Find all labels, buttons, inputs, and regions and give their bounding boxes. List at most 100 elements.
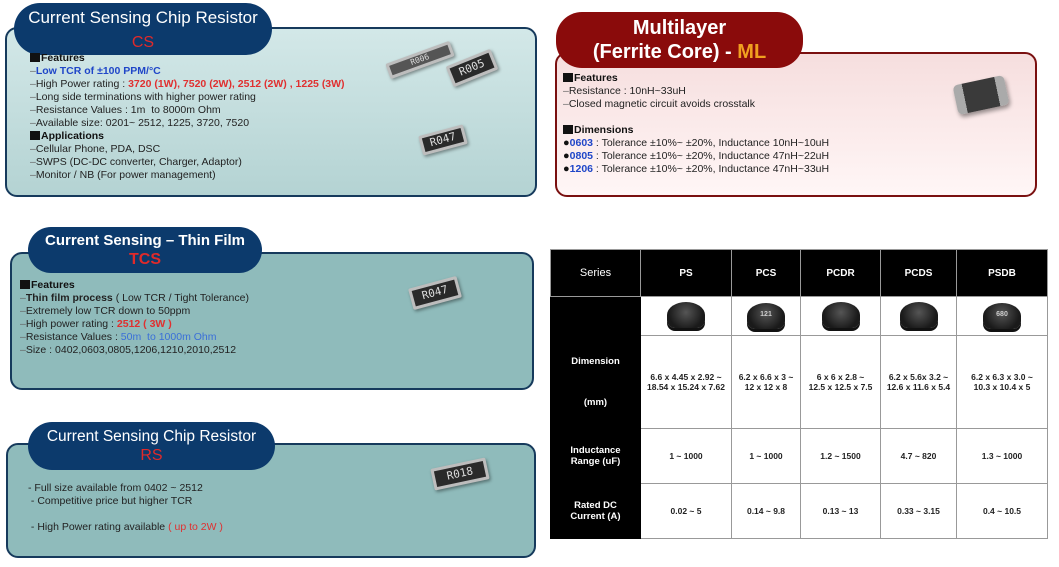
- tcs-feature-list: FeaturesThin film process ( Low TCR / Ti…: [20, 279, 249, 357]
- list-item-text: 3720 (1W), 7520 (2W), 2512 (2W) , 1225 (…: [128, 78, 345, 90]
- inductor-pcdr-image: [821, 302, 860, 328]
- current-label: Rated DC Current (A): [550, 483, 641, 539]
- list-item-text: Closed magnetic circuit avoids crosstalk: [568, 98, 755, 110]
- list-item: - Full size available from 0402 ~ 2512: [28, 482, 223, 495]
- list-item-text: - Competitive price but higher TCR: [28, 495, 193, 507]
- series-image-cell: [800, 296, 881, 336]
- list-item-text: Extremely low TCR down to 50ppm: [25, 305, 191, 317]
- list-item-text: Available size: 0201~ 2512, 1225, 3720, …: [35, 117, 250, 129]
- image-row-label: [550, 296, 641, 336]
- list-item-text: 0603: [569, 137, 594, 149]
- current-cell: 0.14 ~ 9.8: [731, 483, 801, 539]
- dimension-unit: (mm): [583, 397, 608, 408]
- list-item-text: : Tolerance ±10%~ ±20%, Inductance 10nH~…: [593, 137, 830, 149]
- dimension-cell: 6 x 6 x 2.8 ~ 12.5 x 12.5 x 7.5: [800, 335, 881, 429]
- list-item-text: - Full size available from 0402 ~ 2512: [28, 482, 203, 494]
- dimension-cell: 6.2 x 5.6x 3.2 ~ 12.6 x 11.6 x 5.4: [880, 335, 957, 429]
- list-item: Long side terminations with higher power…: [30, 91, 345, 104]
- series-image-cell: 680: [956, 296, 1048, 336]
- list-item-text: 2512 ( 3W ): [116, 318, 172, 330]
- rs-code: RS: [140, 447, 163, 464]
- series-header: PCS: [731, 249, 801, 297]
- inductor-ps-image: [667, 302, 705, 328]
- dimension-label: Dimension (mm): [550, 335, 641, 429]
- inductance-cell: 1.3 ~ 1000: [956, 428, 1048, 484]
- current-cell: 0.13 ~ 13: [800, 483, 881, 539]
- current-cell: 0.33 ~ 3.15: [880, 483, 957, 539]
- list-item: Available size: 0201~ 2512, 1225, 3720, …: [30, 117, 345, 130]
- list-item-text: Size : 0402,0603,0805,1206,1210,2010,251…: [25, 344, 237, 356]
- list-item: Resistance Values : 50m to 1000m Ohm: [20, 331, 249, 344]
- list-item: Resistance : 10nH~33uH: [563, 85, 829, 98]
- list-item: Monitor / NB (For power management): [30, 169, 345, 182]
- section-heading: Dimensions: [563, 124, 829, 137]
- dimension-cell: 6.2 x 6.3 x 3.0 ~ 10.3 x 10.4 x 5: [956, 335, 1048, 429]
- dimension-label-text: Dimension: [571, 356, 620, 367]
- cs-title: Current Sensing Chip Resistor: [28, 8, 258, 27]
- ml-title-line2: (Ferrite Core) - ML: [556, 40, 803, 64]
- list-item-text: Long side terminations with higher power…: [35, 91, 256, 103]
- inductance-label: Inductance Range (uF): [550, 428, 641, 484]
- list-item: 0805 : Tolerance ±10%~ ±20%, Inductance …: [563, 150, 829, 163]
- list-item: - Competitive price but higher TCR: [28, 495, 223, 508]
- cs-code: CS: [131, 34, 155, 51]
- list-item-text: Thin film process: [25, 292, 113, 304]
- list-item-text: : Tolerance ±10%~ ±20%, Inductance 47nH~…: [593, 150, 830, 162]
- list-item-text: - High Power rating available: [28, 521, 169, 533]
- ml-title-text: (Ferrite Core) -: [592, 41, 738, 63]
- section-heading: Applications: [30, 130, 345, 143]
- list-item: Extremely low TCR down to 50ppm: [20, 305, 249, 318]
- list-item: - High Power rating available ( up to 2W…: [28, 521, 223, 534]
- list-item: 0603 : Tolerance ±10%~ ±20%, Inductance …: [563, 137, 829, 150]
- series-image-cell: [640, 296, 732, 336]
- inductance-cell: 1.2 ~ 1500: [800, 428, 881, 484]
- list-item-text: Resistance Values :: [25, 331, 121, 343]
- ml-header: Multilayer (Ferrite Core) - ML: [556, 12, 803, 68]
- inductor-pcds-image: [899, 302, 938, 328]
- rs-header: Current Sensing Chip Resistor RS: [28, 422, 275, 470]
- list-item-text: ( Low TCR / Tight Tolerance): [112, 292, 249, 304]
- rs-feature-list: - Full size available from 0402 ~ 2512 -…: [28, 482, 223, 534]
- list-item-text: High power rating :: [25, 318, 117, 330]
- series-header: PS: [640, 249, 732, 297]
- list-item-text: Monitor / NB (For power management): [35, 169, 216, 181]
- ml-feature-list: FeaturesResistance : 10nH~33uHClosed mag…: [563, 72, 829, 176]
- list-item: SWPS (DC-DC converter, Charger, Adaptor): [30, 156, 345, 169]
- inductor-psdb-image: 680: [983, 303, 1021, 329]
- ml-title-line1: Multilayer: [632, 17, 727, 39]
- ml-code: ML: [737, 41, 767, 63]
- section-heading: Features: [20, 279, 249, 292]
- series-header: PCDR: [800, 249, 881, 297]
- dimension-cell: 6.6 x 4.45 x 2.92 ~ 18.54 x 15.24 x 7.62: [640, 335, 732, 429]
- tcs-header: Current Sensing – Thin Film TCS: [28, 227, 262, 273]
- series-header: PSDB: [956, 249, 1048, 297]
- current-cell: 0.4 ~ 10.5: [956, 483, 1048, 539]
- series-image-cell: [880, 296, 957, 336]
- list-item: 1206 : Tolerance ±10%~ ±20%, Inductance …: [563, 163, 829, 176]
- section-heading: Features: [563, 72, 829, 85]
- series-header: PCDS: [880, 249, 957, 297]
- list-item-text: Low TCR of ±100 PPM/°C: [35, 65, 161, 77]
- list-item: Resistance Values : 1m to 8000m Ohm: [30, 104, 345, 117]
- list-item-text: High Power rating :: [35, 78, 129, 90]
- list-item-text: 1206: [569, 163, 594, 175]
- list-item: High Power rating : 3720 (1W), 7520 (2W)…: [30, 78, 345, 91]
- list-item-text: Cellular Phone, PDA, DSC: [35, 143, 161, 155]
- cs-feature-list: FeaturesLow TCR of ±100 PPM/°CHigh Power…: [30, 52, 345, 182]
- section-heading: Features: [30, 52, 345, 65]
- list-item: Cellular Phone, PDA, DSC: [30, 143, 345, 156]
- list-item-text: 0805: [569, 150, 594, 162]
- list-item-text: SWPS (DC-DC converter, Charger, Adaptor): [35, 156, 242, 168]
- list-item-text: : Tolerance ±10%~ ±20%, Inductance 47nH~…: [593, 163, 830, 175]
- inductance-cell: 1 ~ 1000: [640, 428, 732, 484]
- list-item: [28, 508, 223, 521]
- list-item: High power rating : 2512 ( 3W ): [20, 318, 249, 331]
- inductor-pcs-image: 121: [747, 303, 785, 329]
- cs-header: Current Sensing Chip Resistor CS: [14, 3, 272, 55]
- tcs-code: TCS: [129, 251, 161, 268]
- list-item-text: Resistance Values : 1m to 8000m Ohm: [35, 104, 221, 116]
- tcs-title: Current Sensing – Thin Film: [44, 232, 246, 249]
- current-cell: 0.02 ~ 5: [640, 483, 732, 539]
- inductance-cell: 1 ~ 1000: [731, 428, 801, 484]
